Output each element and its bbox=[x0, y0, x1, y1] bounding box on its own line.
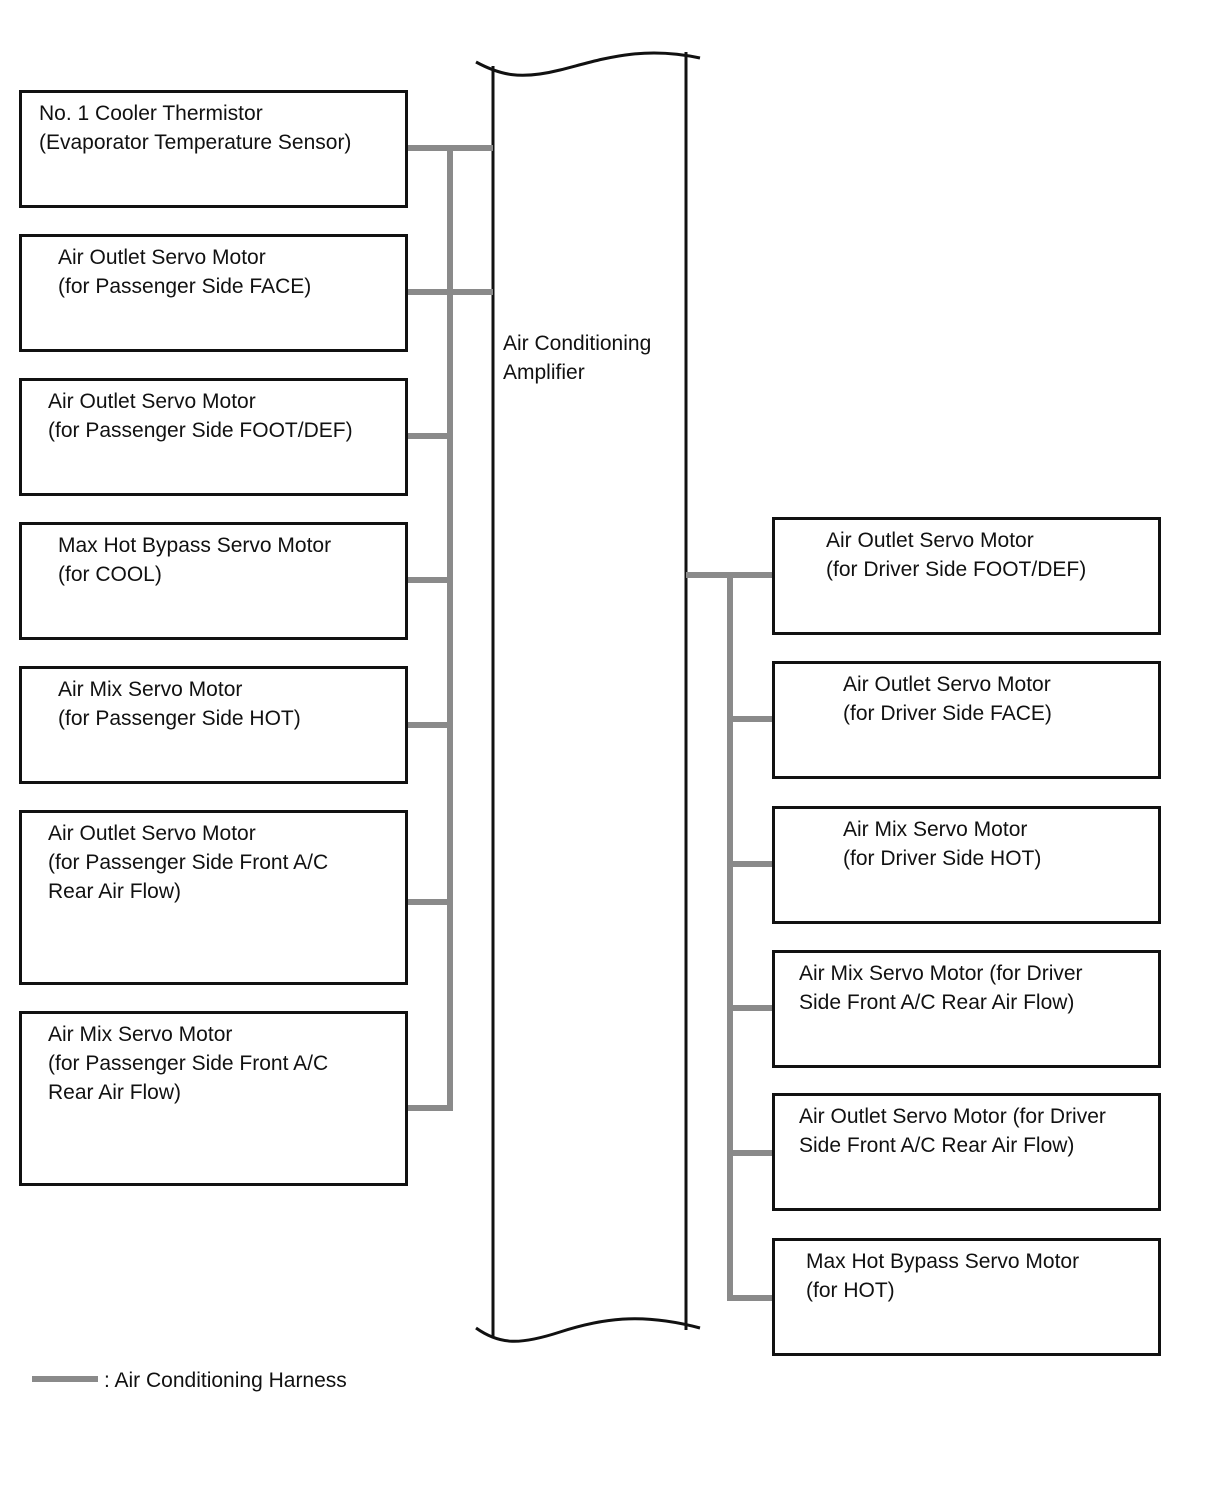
left-harness bbox=[406, 145, 493, 1111]
component-box-l6: Air Outlet Servo Motor (for Passenger Si… bbox=[19, 810, 408, 985]
right-harness bbox=[686, 572, 774, 1301]
component-box-r6: Max Hot Bypass Servo Motor (for HOT) bbox=[772, 1238, 1161, 1356]
component-box-l7: Air Mix Servo Motor (for Passenger Side … bbox=[19, 1011, 408, 1186]
legend-harness-swatch bbox=[32, 1376, 98, 1382]
legend-label: : Air Conditioning Harness bbox=[104, 1369, 347, 1392]
component-label: Air Outlet Servo Motor (for Driver Side … bbox=[799, 1105, 1106, 1157]
amplifier-top-break bbox=[475, 51, 701, 77]
component-box-l2: Air Outlet Servo Motor (for Passenger Si… bbox=[19, 234, 408, 352]
component-box-r4: Air Mix Servo Motor (for Driver Side Fro… bbox=[772, 950, 1161, 1068]
component-label: Air Mix Servo Motor (for Passenger Side … bbox=[58, 678, 301, 730]
component-label: Air Outlet Servo Motor (for Passenger Si… bbox=[48, 822, 329, 903]
component-box-r1: Air Outlet Servo Motor (for Driver Side … bbox=[772, 517, 1161, 635]
component-label: Air Outlet Servo Motor (for Driver Side … bbox=[826, 529, 1087, 581]
component-label: Max Hot Bypass Servo Motor (for HOT) bbox=[806, 1250, 1080, 1302]
component-box-r3: Air Mix Servo Motor (for Driver Side HOT… bbox=[772, 806, 1161, 924]
amplifier-bottom-break bbox=[475, 1317, 701, 1343]
component-label: Air Mix Servo Motor (for Driver Side Fro… bbox=[799, 962, 1083, 1014]
component-box-l1: No. 1 Cooler Thermistor (Evaporator Temp… bbox=[19, 90, 408, 208]
component-label: Air Mix Servo Motor (for Passenger Side … bbox=[48, 1023, 329, 1104]
component-box-r2: Air Outlet Servo Motor (for Driver Side … bbox=[772, 661, 1161, 779]
amplifier-column bbox=[475, 51, 701, 1343]
component-label: Air Outlet Servo Motor (for Passenger Si… bbox=[58, 246, 312, 298]
component-label: Air Outlet Servo Motor (for Passenger Si… bbox=[48, 390, 353, 442]
component-label: Air Outlet Servo Motor (for Driver Side … bbox=[843, 673, 1052, 725]
component-box-l4: Max Hot Bypass Servo Motor (for COOL) bbox=[19, 522, 408, 640]
component-box-r5: Air Outlet Servo Motor (for Driver Side … bbox=[772, 1093, 1161, 1211]
component-label: No. 1 Cooler Thermistor (Evaporator Temp… bbox=[39, 102, 352, 154]
amplifier-label: Air Conditioning Amplifier bbox=[503, 332, 652, 384]
component-box-l5: Air Mix Servo Motor (for Passenger Side … bbox=[19, 666, 408, 784]
component-label: Air Mix Servo Motor (for Driver Side HOT… bbox=[843, 818, 1042, 870]
component-box-l3: Air Outlet Servo Motor (for Passenger Si… bbox=[19, 378, 408, 496]
component-label: Max Hot Bypass Servo Motor (for COOL) bbox=[58, 534, 332, 586]
